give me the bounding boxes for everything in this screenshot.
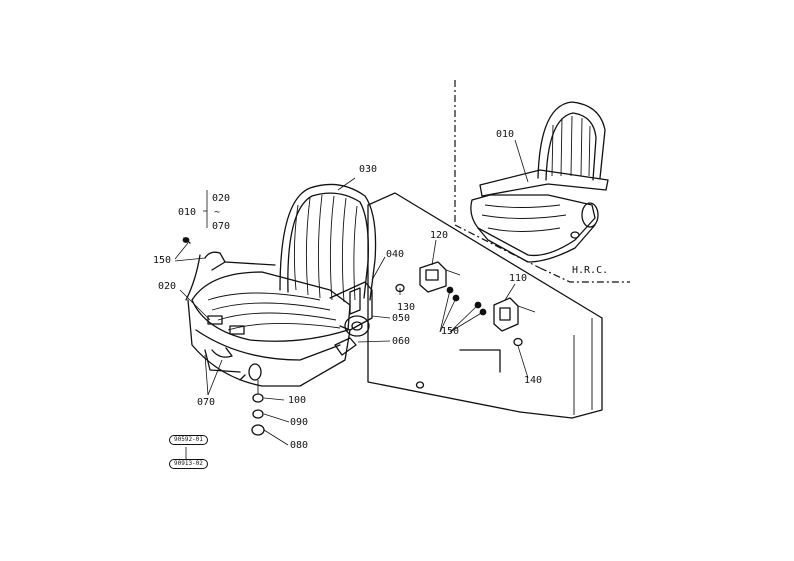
label-130: 130 [397, 302, 416, 313]
armrest-040 [329, 281, 373, 356]
label-150-mid: 150 [441, 326, 460, 337]
leader-lines [174, 139, 529, 459]
hrc-inset-frame [454, 80, 630, 283]
label-030: 030 [359, 164, 378, 175]
label-070-top: 070 [212, 221, 231, 232]
label-110: 110 [509, 273, 528, 284]
inset-seat-010 [470, 101, 609, 263]
label-140: 140 [524, 375, 543, 386]
label-090: 090 [290, 417, 309, 428]
label-range-symbol: ~ [214, 207, 221, 218]
label-080: 080 [290, 440, 309, 451]
reference-stamp-top: 90592-01 [169, 435, 208, 445]
label-020-left: 020 [158, 281, 177, 292]
seat-cushion-020 [187, 271, 351, 387]
label-010-inset: 010 [496, 129, 515, 140]
label-120: 120 [430, 230, 449, 241]
label-100: 100 [288, 395, 307, 406]
label-020-top: 020 [212, 193, 231, 204]
label-060: 060 [392, 336, 411, 347]
reference-stamp-bottom: 90913-02 [169, 459, 208, 469]
label-070-bottom: 070 [197, 397, 216, 408]
bracket-120 [395, 261, 461, 302]
lever-150 [182, 237, 276, 301]
label-150-left: 150 [153, 255, 172, 266]
label-010-group: 010 [178, 207, 197, 218]
label-050: 050 [392, 313, 411, 324]
label-hrc: H.R.C. [572, 265, 609, 276]
group-bracket [203, 190, 208, 228]
bracket-110 [459, 297, 536, 373]
label-040: 040 [386, 249, 405, 260]
